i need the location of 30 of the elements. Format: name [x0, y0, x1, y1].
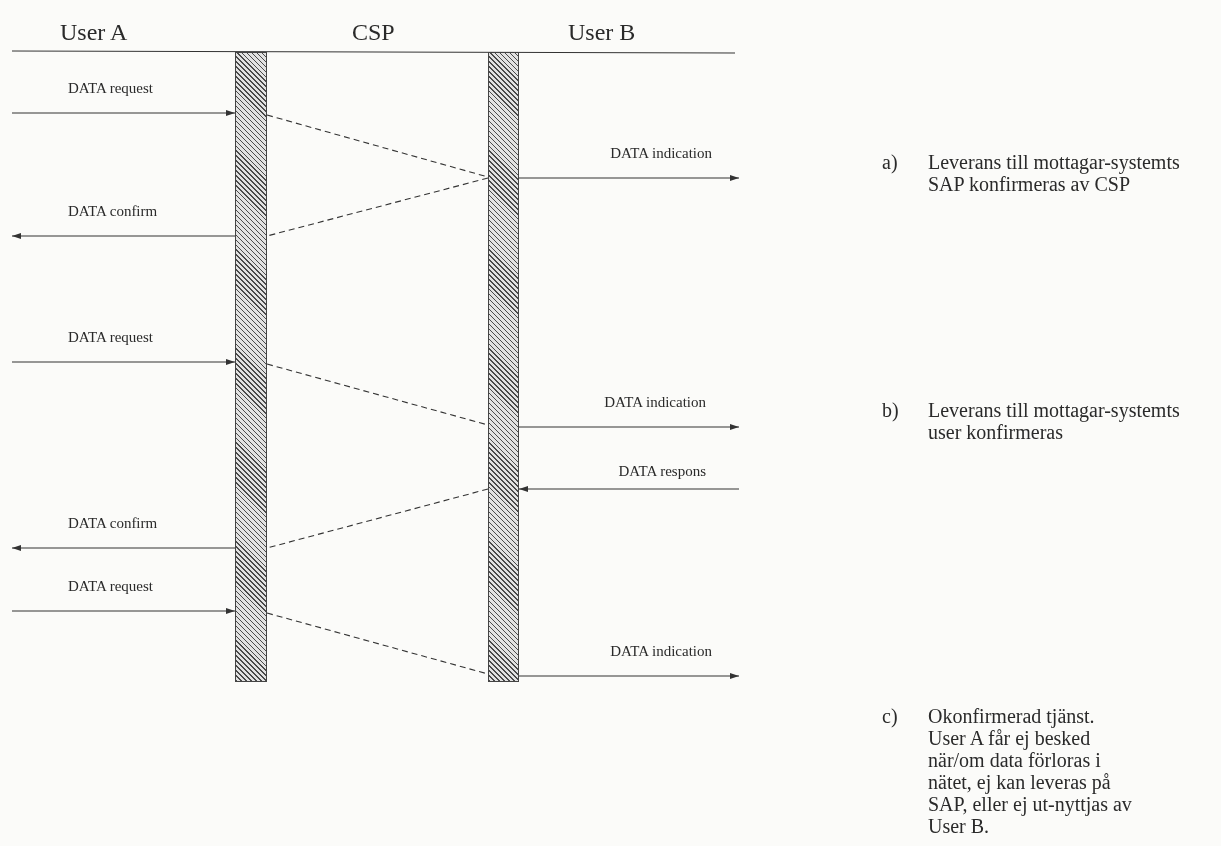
- note-marker: a): [882, 151, 899, 173]
- note-text: Leverans till mottagar-systemts user konfirmeras: [928, 399, 1181, 443]
- lifeline-bar: [235, 52, 267, 682]
- note-marker: c): [882, 705, 899, 727]
- edge-label: DATA respons: [618, 462, 706, 481]
- arrow: [11, 608, 236, 614]
- note-marker: b): [882, 399, 900, 421]
- edge-label: DATA indication: [610, 144, 712, 163]
- arrow: [518, 424, 740, 430]
- edge-label: DATA indication: [610, 642, 712, 661]
- edge-label: DATA request: [68, 328, 154, 347]
- dashed-connector: [266, 177, 489, 237]
- note-text: Leverans till mottagar-systemts SAP konfirmeras av CSP: [928, 151, 1181, 195]
- edge-label: DATA indication: [604, 393, 706, 412]
- arrow: [518, 175, 740, 181]
- arrow: [11, 359, 236, 365]
- edge-label: DATA request: [68, 577, 154, 596]
- lifeline-heading: User B: [568, 18, 637, 47]
- arrow: [11, 233, 236, 239]
- edge-label: DATA confirm: [68, 202, 158, 221]
- lifeline-bar: [488, 52, 519, 682]
- lifeline-heading: User A: [60, 18, 129, 47]
- edge-label: DATA confirm: [68, 514, 158, 533]
- note-text: Okonfirmerad tjänst. User A får ej besked när/om data förloras i nätet, ej kan leveras på SAP, eller ej ut-nyttjas av User B.: [928, 705, 1133, 837]
- edge-label: DATA request: [68, 79, 154, 98]
- lifeline-heading: CSP: [352, 18, 396, 47]
- arrow: [11, 110, 236, 116]
- arrow: [518, 673, 740, 679]
- arrow: [518, 486, 740, 492]
- arrow: [11, 545, 236, 551]
